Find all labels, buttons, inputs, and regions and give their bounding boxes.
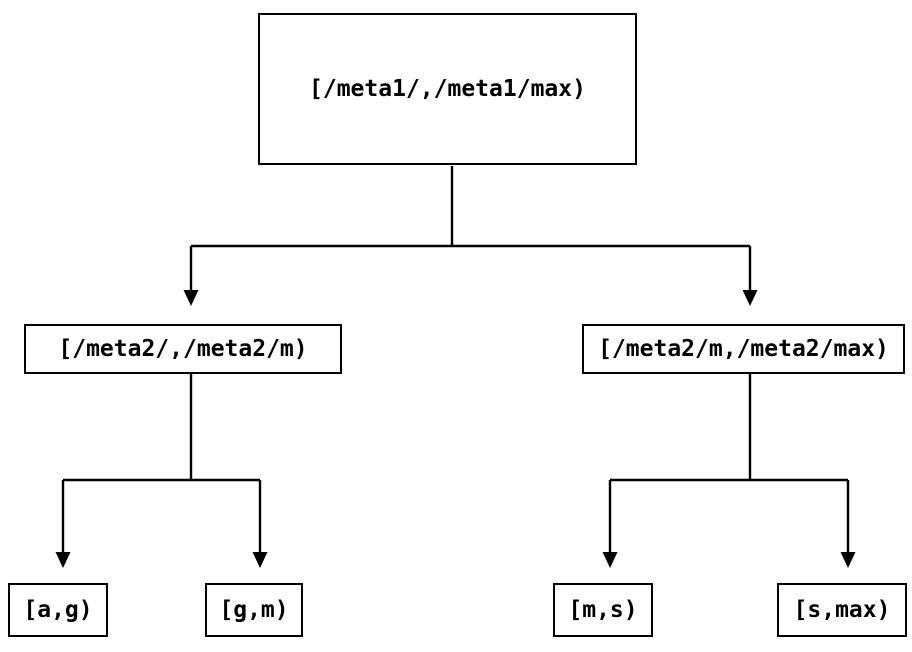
node-leaf-s-max-label: [s,max) bbox=[793, 596, 891, 623]
node-leaf-m-s: [m,s) bbox=[553, 583, 653, 637]
arrow-down-icon bbox=[602, 552, 618, 568]
node-leaf-m-s-label: [m,s) bbox=[568, 596, 638, 623]
arrow-down-icon bbox=[183, 290, 199, 306]
arrow-down-icon bbox=[840, 552, 856, 568]
arrow-down-icon bbox=[742, 290, 758, 306]
node-leaf-a-g-label: [a,g) bbox=[23, 596, 93, 623]
node-meta2-upper-label: [/meta2/m,/meta2/max) bbox=[598, 335, 889, 362]
node-leaf-g-m-label: [g,m) bbox=[219, 596, 289, 623]
node-meta2-lower-label: [/meta2/,/meta2/m) bbox=[58, 335, 308, 362]
node-root-label: [/meta1/,/meta1/max) bbox=[309, 75, 586, 102]
node-root: [/meta1/,/meta1/max) bbox=[258, 13, 637, 165]
arrow-down-icon bbox=[55, 552, 71, 568]
node-meta2-lower: [/meta2/,/meta2/m) bbox=[24, 324, 342, 374]
node-leaf-a-g: [a,g) bbox=[8, 583, 108, 637]
node-leaf-s-max: [s,max) bbox=[777, 583, 907, 637]
node-meta2-upper: [/meta2/m,/meta2/max) bbox=[582, 324, 905, 374]
arrow-down-icon bbox=[252, 552, 268, 568]
node-leaf-g-m: [g,m) bbox=[205, 583, 303, 637]
